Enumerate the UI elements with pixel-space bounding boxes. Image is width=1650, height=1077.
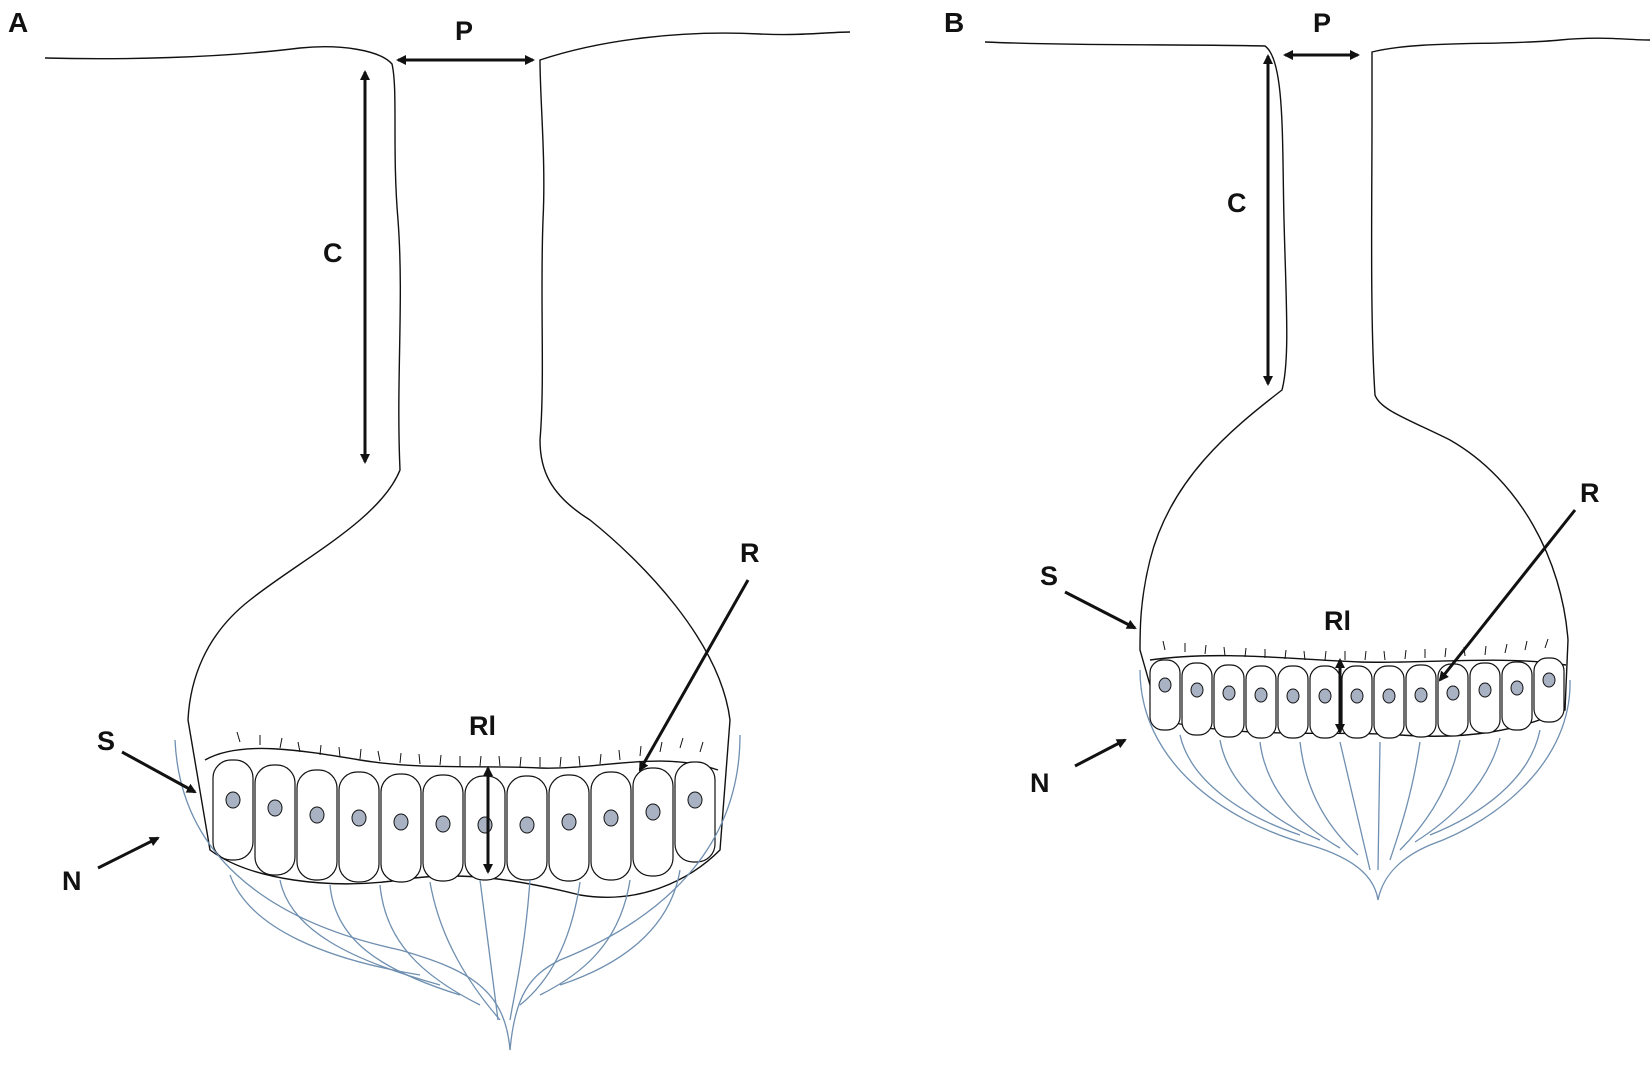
cilia-a	[236, 731, 704, 768]
cell-layer-base-b	[1149, 654, 1567, 666]
receptor-cells-a	[212, 759, 716, 883]
panel-a: A	[8, 7, 851, 1051]
label-n-a: N	[62, 866, 82, 896]
nerve-fibers-a	[174, 734, 741, 1051]
n-arrow-a	[97, 836, 160, 870]
label-s-a: S	[97, 726, 115, 756]
label-c-a: C	[323, 238, 343, 268]
label-r-b: R	[1580, 478, 1600, 508]
s-arrow-a	[121, 750, 197, 794]
label-n-b: N	[1030, 768, 1050, 798]
s-arrow-b	[1064, 590, 1137, 630]
cilia-b	[1162, 638, 1549, 661]
cell-layer-base-a	[204, 747, 719, 771]
label-p-a: P	[455, 16, 473, 46]
label-s-b: S	[1040, 561, 1058, 591]
panel-b: B	[944, 7, 1650, 901]
label-c-b: C	[1227, 188, 1247, 218]
ampulla-outline-a	[44, 31, 851, 898]
r-arrow-a	[638, 579, 750, 772]
label-rl-a: Rl	[469, 711, 496, 741]
label-rl-b: Rl	[1324, 606, 1351, 636]
ampulla-outline-b	[984, 37, 1650, 737]
r-arrow-b	[1438, 509, 1577, 682]
panel-letter-a: A	[8, 7, 28, 38]
nerve-fibers-b	[1139, 669, 1571, 901]
label-r-a: R	[740, 538, 760, 568]
panel-letter-b: B	[944, 7, 964, 38]
label-p-b: P	[1313, 8, 1331, 38]
nuclei-b	[1158, 672, 1556, 704]
n-arrow-b	[1074, 738, 1127, 768]
